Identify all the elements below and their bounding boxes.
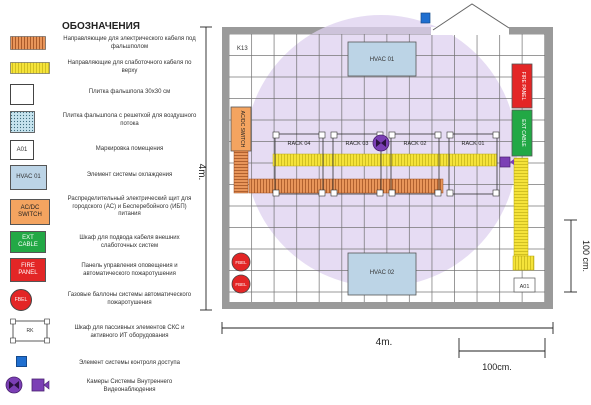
legend-hvac-text: Элемент системы охлаждения (86, 172, 173, 178)
legend-electric-cable-text: Направляющие для электрического кабеля п… (63, 36, 196, 50)
legend-fbel-text: Газовые баллоны системы автоматического … (67, 292, 192, 306)
tile-vertical-dimension-label: 100 cm. (581, 240, 591, 272)
legend-room-marking-text: Маркировка помещения (95, 146, 164, 152)
ext-cable-label: EXT CABLE (520, 119, 526, 147)
low-voltage-cable-tray-riser (513, 157, 529, 271)
legend-rack-text: Шкаф для пассивных элементов СКС и актив… (74, 325, 185, 339)
ext-cable-swatch: EXT CABLE (10, 231, 46, 253)
low-voltage-cable-swatch (10, 62, 50, 74)
grill-tile-swatch (10, 111, 35, 133)
hvac-unit-top: HVAC 01 (370, 57, 395, 63)
legend-grill-tile-text: Плитка фальшпола с решеткой для воздушно… (62, 113, 197, 127)
dimension-lines (200, 26, 577, 358)
room-marking-swatch: A01 (10, 140, 34, 160)
electric-cable-tray (248, 178, 444, 194)
hvac-swatch: HVAC 01 (10, 165, 47, 190)
rack-label: RACK 04 (288, 141, 311, 147)
low-voltage-cable-tray-end (512, 255, 535, 271)
rack-cabinet: RACK 02 (388, 131, 442, 197)
corner-room-marker: A01 (520, 284, 530, 290)
access-control-device (420, 12, 431, 24)
fbel-cylinder-2: FBEL (235, 282, 247, 287)
legend-floor-tile-text: Плитка фальшпола 30х30 см (88, 89, 171, 95)
rack-cabinet-swatch-label: RK (26, 327, 34, 334)
tile-horizontal-dimension-label: 100cm. (482, 362, 512, 372)
acdc-switch-label: AC/DC SWITCH (239, 111, 245, 148)
rack-row: RACK 04 RACK 03 RACK 02 RACK 01 (272, 131, 500, 197)
fbel-swatch: FBEL (10, 289, 32, 311)
room-label: K13 (237, 46, 248, 52)
camera-icon (5, 376, 50, 394)
legend-low-voltage-cable-text: Направляющие для слаботочного кабеля по … (67, 60, 192, 74)
hvac-unit-bottom: HVAC 02 (370, 270, 395, 276)
legend-camera-text: Камеры Системы Внутреннего Видеонаблюден… (86, 379, 173, 393)
door-swing (432, 3, 510, 31)
camera-dome (372, 134, 390, 152)
access-control-icon (16, 356, 27, 367)
door-opening (431, 27, 509, 35)
fbel-cylinder-1: FBEL (235, 260, 247, 265)
legend-acdc-text: Распределительный электрический щит для … (67, 196, 192, 217)
legend-fire-panel-text: Панель управления оповещения и автоматич… (81, 263, 178, 277)
legend-access-text: Элемент системы контроля доступа (79, 360, 180, 366)
rack-cabinet: RACK 04 (272, 131, 326, 197)
height-dimension-label: 4m. (196, 164, 207, 181)
rack-label: RACK 01 (462, 141, 485, 147)
rack-cabinet: RACK 01 (446, 131, 500, 197)
acdc-switch-swatch: AC/DC SWITCH (10, 199, 50, 225)
fire-panel-label: FIRE PANEL (520, 72, 526, 101)
width-dimension-label: 4m. (376, 337, 393, 348)
floor-tile-swatch (10, 84, 34, 105)
camera-bullet (499, 156, 514, 168)
rack-label: RACK 03 (346, 141, 369, 147)
rack-label: RACK 02 (404, 141, 427, 147)
electric-cable-swatch (10, 36, 46, 50)
legend-ext-cable-text: Шкаф для подвода кабеля внешних слаботоч… (79, 235, 180, 249)
legend-title: ОБОЗНАЧЕНИЯ (62, 21, 140, 32)
electric-cable-tray-riser (233, 150, 249, 194)
low-voltage-cable-tray (272, 153, 498, 167)
rack-cabinet-swatch (10, 318, 50, 344)
fire-panel-swatch: FIRE PANEL (10, 258, 46, 282)
